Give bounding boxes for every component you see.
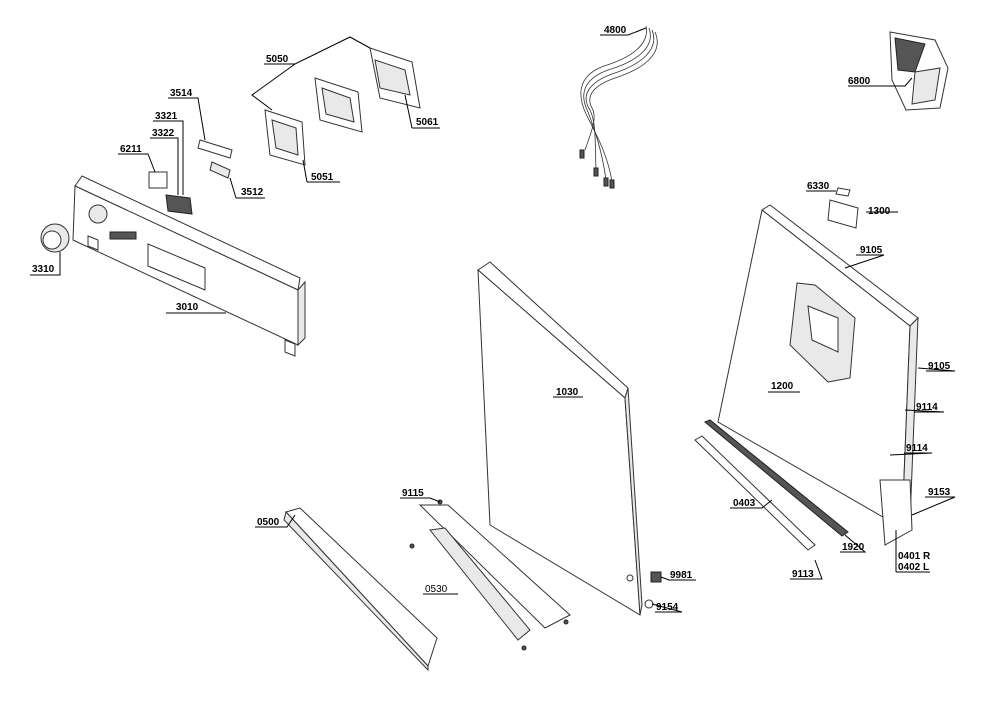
label-0500: 0500 [257, 517, 280, 528]
label-3512: 3512 [241, 187, 264, 198]
label-9105-upper: 9105 [860, 245, 883, 256]
control-panel-drawing [40, 175, 306, 357]
label-5061: 5061 [416, 117, 439, 128]
label-1300: 1300 [868, 206, 891, 217]
label-6330: 6330 [807, 181, 830, 192]
outer-door-drawing [477, 261, 643, 616]
label-3010: 3010 [176, 302, 199, 313]
inner-door-drawing [717, 187, 919, 546]
label-9113: 9113 [792, 569, 814, 580]
label-9154: 9154 [656, 602, 679, 613]
label-1200: 1200 [771, 381, 794, 392]
label-9115: 9115 [402, 488, 424, 499]
door-seal-drawing [694, 419, 849, 551]
label-6800: 6800 [848, 76, 871, 87]
label-9114-lower: 9114 [906, 443, 928, 454]
label-0530: 0530 [425, 584, 448, 595]
switch-parts-drawing [148, 139, 233, 215]
part-labels: 4800 5050 5061 5051 6800 3514 3321 3322 … [32, 25, 951, 613]
wire-harness-drawing [579, 25, 658, 189]
label-9153: 9153 [928, 487, 951, 498]
label-5050: 5050 [266, 54, 289, 65]
label-5051: 5051 [311, 172, 334, 183]
label-0401-r: 0401 R [898, 551, 931, 562]
label-4800: 4800 [604, 25, 627, 36]
label-9114-upper: 9114 [916, 402, 938, 413]
label-0402-l: 0402 L [898, 562, 929, 573]
leader-lines [30, 27, 956, 613]
label-1030: 1030 [556, 387, 579, 398]
label-3310: 3310 [32, 264, 55, 275]
label-3322: 3322 [152, 128, 175, 139]
kickplate-drawing [283, 507, 438, 672]
control-module-drawing [264, 47, 421, 166]
dispenser-module-drawing [889, 31, 949, 111]
label-3514: 3514 [170, 88, 193, 99]
label-9981: 9981 [670, 570, 693, 581]
label-9105-lower: 9105 [928, 361, 951, 372]
label-3321: 3321 [155, 111, 178, 122]
lower-bracket-drawing [409, 499, 571, 651]
label-0403: 0403 [733, 498, 756, 509]
label-6211: 6211 [120, 144, 142, 155]
label-1920: 1920 [842, 542, 865, 553]
